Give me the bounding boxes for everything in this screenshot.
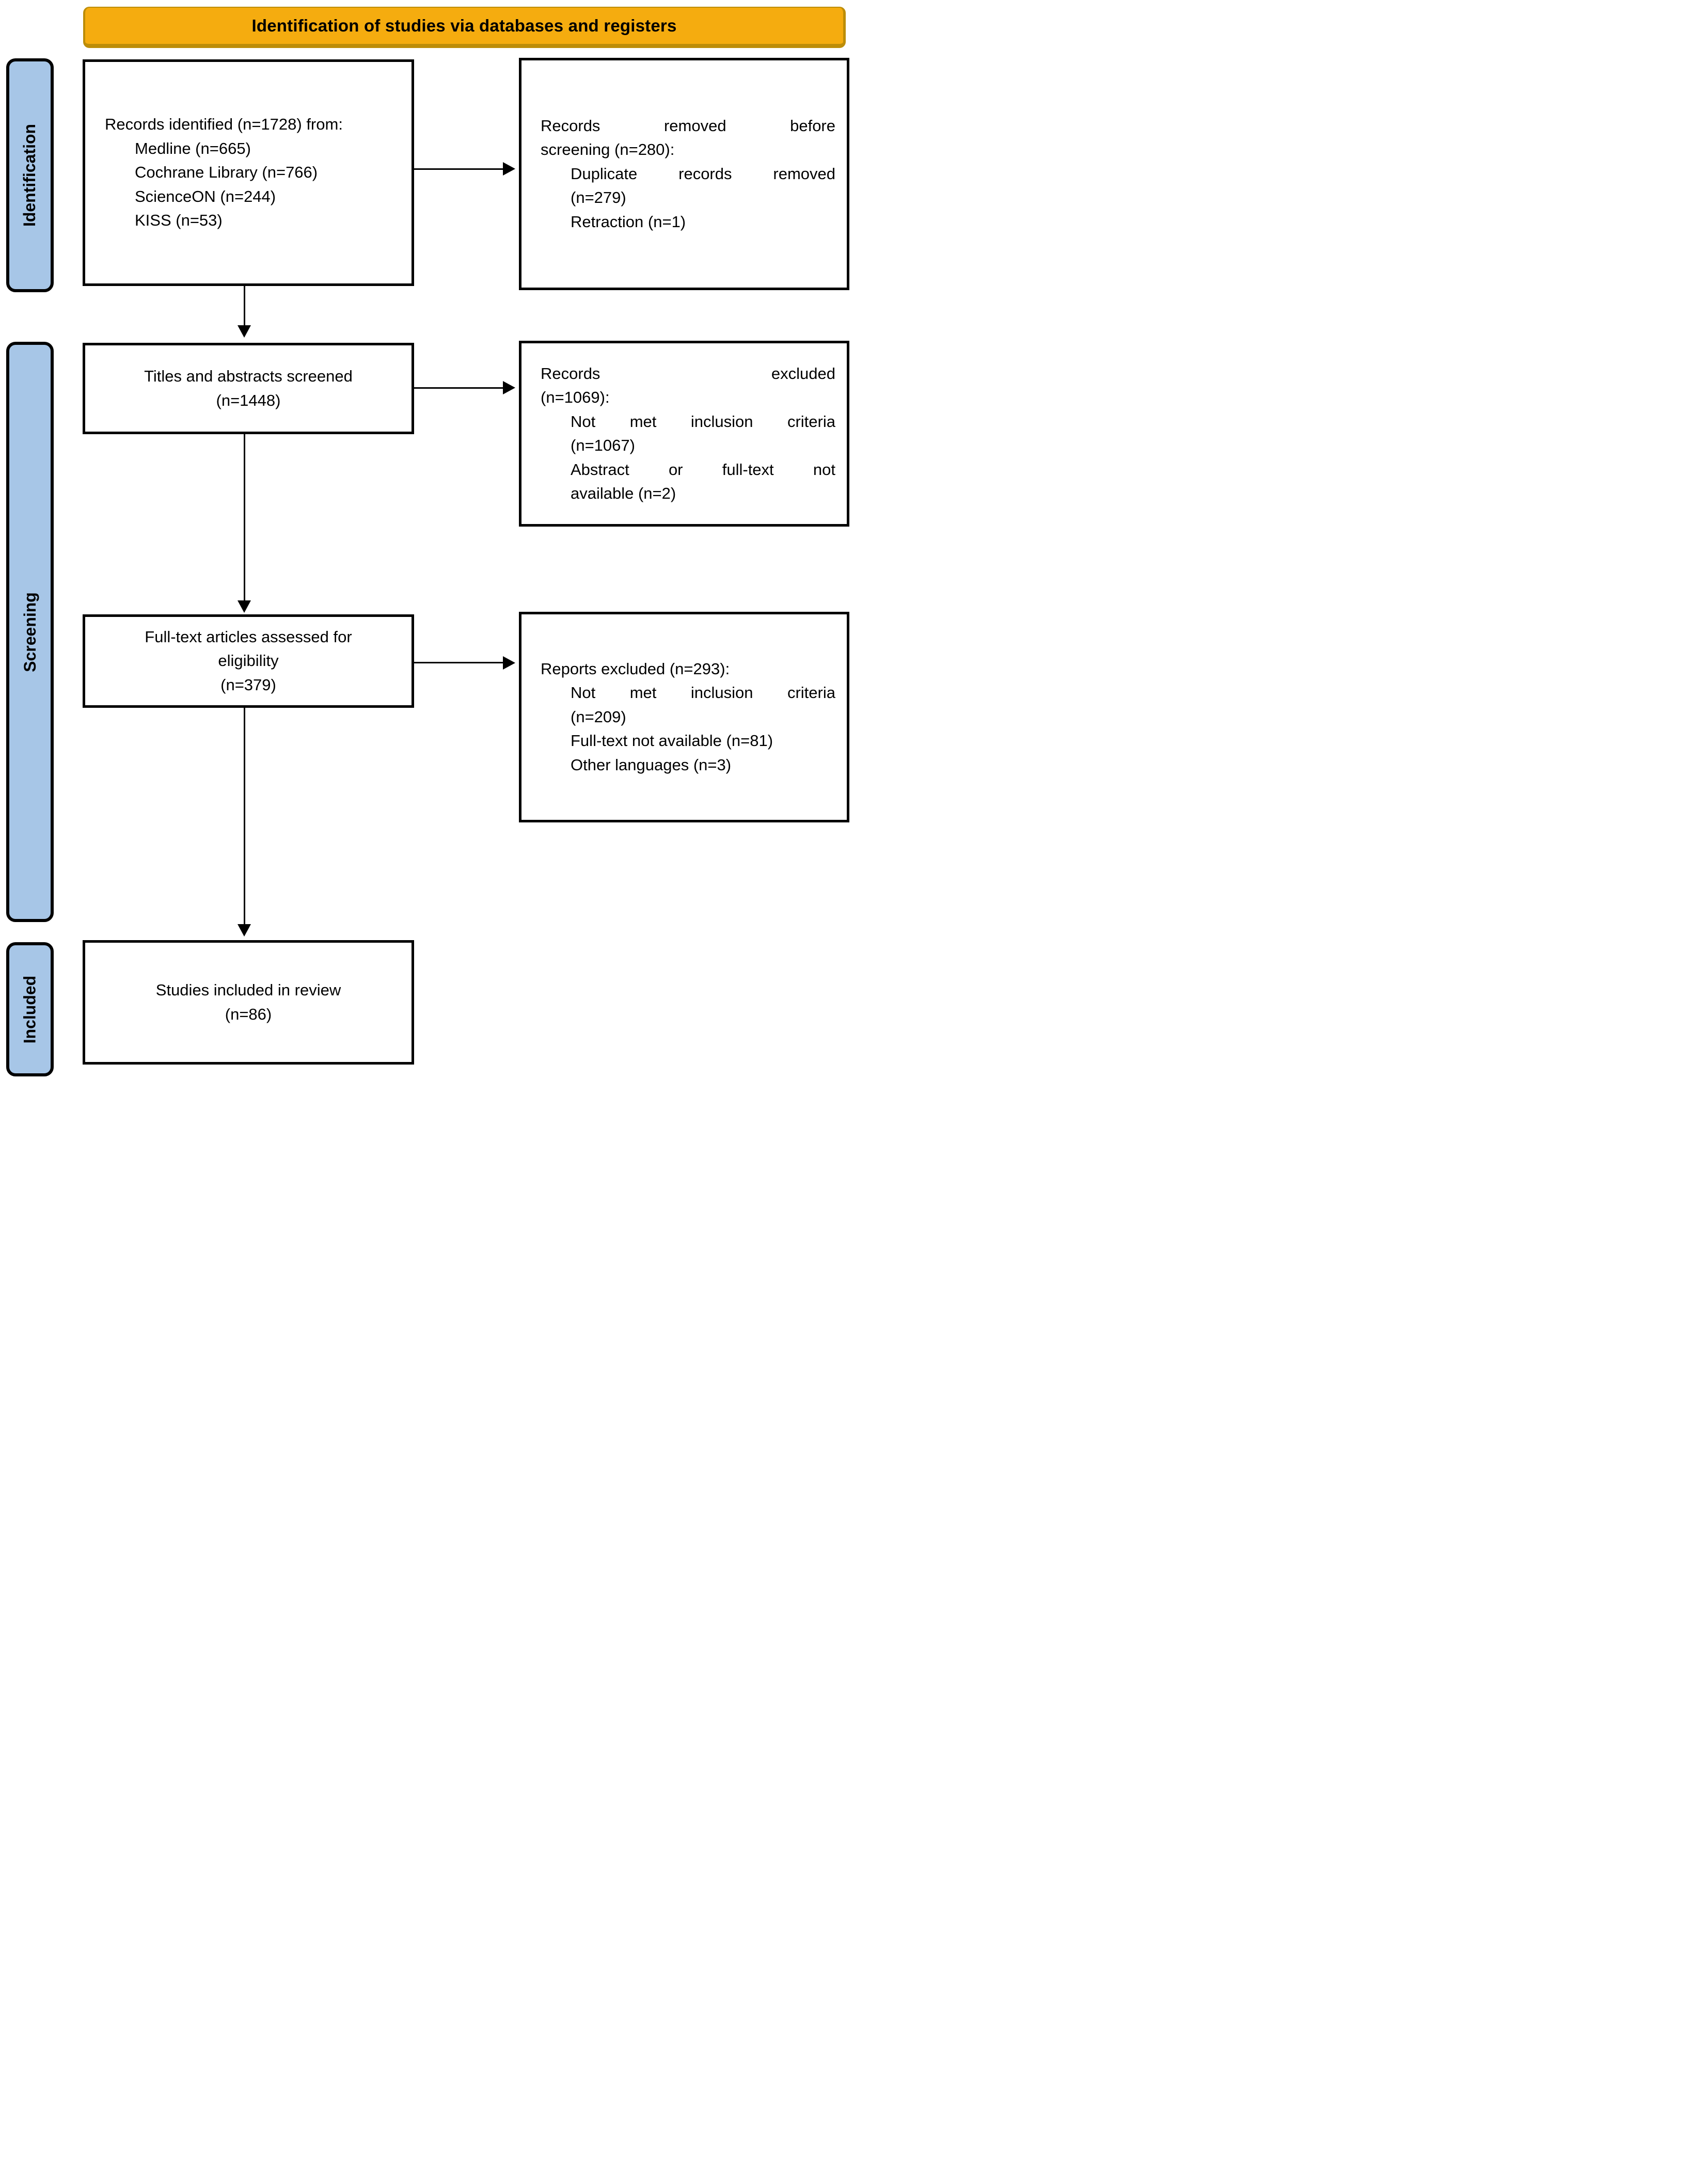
- arrow-assessed-to-included-head: [238, 924, 251, 937]
- text-line: Records removed before: [541, 116, 835, 135]
- banner-title: Identification of studies via databases …: [83, 7, 846, 48]
- text-line: Not met inclusion criteria: [571, 412, 835, 431]
- stage-identification: Identification: [6, 58, 54, 292]
- text-line: Reports excluded (n=293):: [541, 659, 730, 678]
- text-line: Duplicate records removed: [571, 164, 835, 183]
- text-line: available (n=2): [571, 484, 676, 502]
- text-line: Records excluded: [541, 364, 835, 383]
- text-line: (n=1067): [571, 436, 635, 454]
- box-reports-excluded: Reports excluded (n=293): Not met inclus…: [519, 612, 849, 822]
- arrow-screened-to-excluded-head: [503, 381, 515, 394]
- text-line: Not met inclusion criteria: [571, 684, 835, 702]
- text-line: Records identified (n=1728) from:: [105, 115, 343, 134]
- text-line: screening (n=280):: [541, 140, 675, 159]
- arrow-identified-to-removed-head: [503, 162, 515, 176]
- prisma-flow-diagram: Identification of studies via databases …: [0, 0, 854, 1079]
- text-line: (n=86): [225, 1005, 272, 1023]
- arrow-assessed-to-reports-excluded-head: [503, 656, 515, 670]
- text-line: Full-text not available (n=81): [571, 732, 773, 750]
- box-studies-included: Studies included in review (n=86): [83, 940, 414, 1065]
- box-titles-abstracts-screened: Titles and abstracts screened (n=1448): [83, 343, 414, 434]
- stage-screening: Screening: [6, 342, 54, 922]
- text-line: Full-text articles assessed for: [145, 627, 352, 646]
- arrow-assessed-to-included-line: [244, 708, 245, 925]
- text-line: Abstract or full-text not: [571, 460, 835, 479]
- box-fulltext-assessed: Full-text articles assessed for eligibil…: [83, 614, 414, 708]
- arrow-identified-to-screened-head: [238, 325, 251, 338]
- box-records-identified: Records identified (n=1728) from: Medlin…: [83, 59, 414, 286]
- stage-included: Included: [6, 942, 54, 1076]
- arrow-screened-to-assessed-head: [238, 600, 251, 613]
- text-line: ScienceON (n=244): [135, 187, 276, 205]
- text-line: Studies included in review: [155, 981, 341, 999]
- text-line: (n=1069):: [541, 388, 610, 406]
- text-line: (n=209): [571, 707, 626, 726]
- arrow-screened-to-assessed-line: [244, 434, 245, 601]
- arrow-assessed-to-reports-excluded-line: [414, 662, 503, 663]
- arrow-screened-to-excluded-line: [414, 387, 503, 389]
- text-line: (n=279): [571, 188, 626, 207]
- stage-identification-label: Identification: [20, 123, 39, 227]
- box-records-removed-before-screening: Records removed before screening (n=280)…: [519, 58, 849, 290]
- stage-included-label: Included: [20, 975, 39, 1043]
- text-line: Medline (n=665): [135, 139, 251, 157]
- text-line: (n=379): [220, 675, 276, 694]
- text-line: (n=1448): [216, 391, 281, 409]
- text-line: Retraction (n=1): [571, 212, 686, 231]
- box-records-excluded: Records excluded (n=1069): Not met inclu…: [519, 341, 849, 527]
- text-line: eligibility: [218, 652, 279, 670]
- text-line: Titles and abstracts screened: [144, 367, 353, 385]
- stage-screening-label: Screening: [20, 592, 39, 672]
- arrow-identified-to-screened-line: [244, 286, 245, 326]
- text-line: Cochrane Library (n=766): [135, 163, 318, 182]
- arrow-identified-to-removed-line: [414, 168, 503, 170]
- text-line: KISS (n=53): [135, 211, 223, 230]
- text-line: Other languages (n=3): [571, 755, 732, 774]
